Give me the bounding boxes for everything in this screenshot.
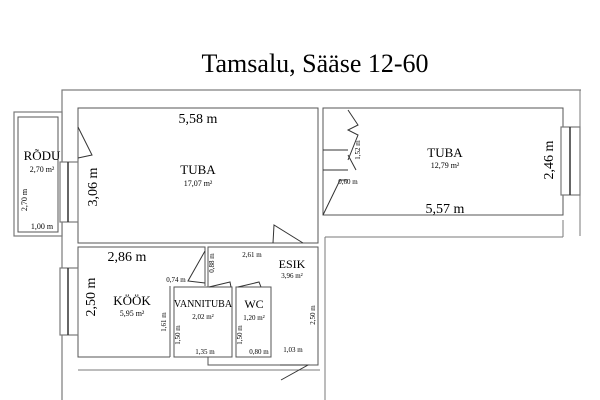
room-name: ESIK <box>279 257 306 271</box>
dim-height: 2,70 m <box>20 188 29 211</box>
window-icon <box>560 126 581 196</box>
window-icon <box>59 267 79 336</box>
door-icon <box>322 179 348 216</box>
dim-closet-width: 0,60 m <box>338 178 358 186</box>
room-tuba-2: 1,52 m 0,60 m TUBA 12,79 m² 5,57 m 2,46 … <box>322 107 564 217</box>
door-icon <box>237 281 262 288</box>
door-icon <box>187 250 206 284</box>
room-rodu: RÕDU 2,70 m² 2,70 m 1,00 m <box>13 111 63 237</box>
room-area: 2,02 m² <box>192 313 214 321</box>
door-icon <box>208 281 232 288</box>
room-area: 12,79 m² <box>431 161 460 170</box>
room-esik: 2,61 m ESIK 3,96 m² 2,50 m 1,03 m <box>242 251 317 381</box>
entrance-door-icon <box>280 364 310 381</box>
room-name: WC <box>244 297 263 311</box>
dim-height: 2,50 m <box>309 305 317 325</box>
room-name: VANNITUBA <box>174 299 233 310</box>
room-wc: WC 1,20 m² 1,50 m 0,80 m <box>235 281 272 358</box>
dim-width: 5,57 m <box>426 202 465 217</box>
dim-width: 1,00 m <box>31 222 54 231</box>
room-name: TUBA <box>180 162 216 177</box>
room-area: 3,96 m² <box>281 272 303 280</box>
dim-height: 1,50 m <box>174 325 182 345</box>
room-name: RÕDU <box>24 148 61 163</box>
dim-width: 2,86 m <box>108 250 147 265</box>
dim-width: 5,58 m <box>179 112 218 127</box>
room-area: 5,95 m² <box>120 309 145 318</box>
dim-width: 1,35 m <box>195 348 215 356</box>
door-icon <box>272 224 304 244</box>
dim-height: 1,50 m <box>236 325 244 345</box>
room-vannituba: VANNITUBA 2,02 m² 1,50 m 1,35 m <box>173 281 233 358</box>
dim-height: 3,06 m <box>86 167 101 206</box>
dim-width: 0,80 m <box>249 348 269 356</box>
room-area: 2,70 m² <box>30 165 55 174</box>
dim-height: 2,50 m <box>84 277 99 316</box>
dim-closet-height: 1,52 m <box>354 140 362 160</box>
door-icon <box>77 126 93 159</box>
dim-height: 2,46 m <box>542 140 557 179</box>
dim-inner: 1,61 m <box>160 312 168 332</box>
dim-door-height: 0,88 m <box>208 253 216 273</box>
room-name: TUBA <box>427 145 463 160</box>
room-name: KÖÖK <box>113 293 151 308</box>
dim-door-width: 0,74 m <box>166 276 186 284</box>
dim-width: 1,03 m <box>283 346 303 354</box>
window-icon <box>59 161 79 223</box>
room-tuba-1: 5,58 m TUBA 17,07 m² 3,06 m <box>77 107 319 244</box>
dim-top: 2,61 m <box>242 251 262 259</box>
room-area: 1,20 m² <box>243 314 265 322</box>
plan-title: Tamsalu, Sääse 12-60 <box>201 49 428 78</box>
room-area: 17,07 m² <box>184 179 213 188</box>
